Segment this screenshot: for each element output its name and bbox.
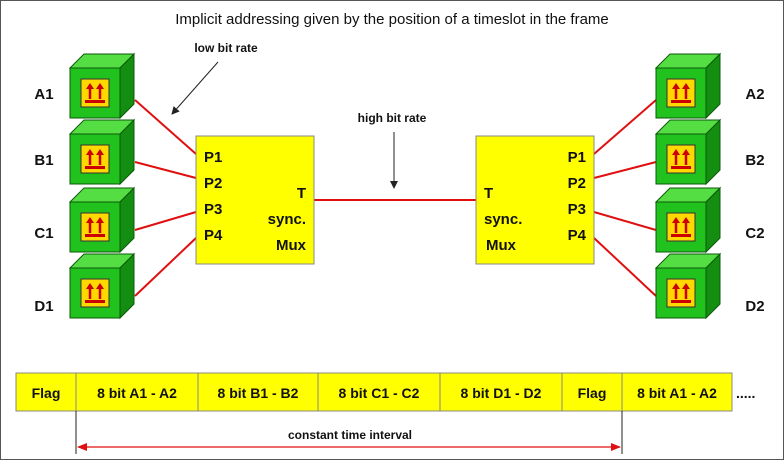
terminal-label-a2: A2 xyxy=(745,86,764,103)
up-down-arrows-icon xyxy=(666,278,696,308)
frame-slot-a1-a2-next: 8 bit A1 - A2 xyxy=(637,385,717,401)
terminal-cubes xyxy=(68,52,722,320)
up-down-arrows-icon xyxy=(666,212,696,242)
terminal-label-c1: C1 xyxy=(34,225,53,242)
up-down-arrows-icon xyxy=(666,78,696,108)
link-p4-d2 xyxy=(593,237,657,297)
mux-left: P1 P2 P3 P4 T sync. Mux xyxy=(195,135,315,265)
terminal-cube-b2 xyxy=(654,118,722,186)
mux-right-t-label: T xyxy=(484,185,493,202)
frame-slot-a1-a2: 8 bit A1 - A2 xyxy=(97,385,177,401)
frame-slot-c1-c2: 8 bit C1 - C2 xyxy=(339,385,420,401)
link-lines xyxy=(134,99,657,297)
link-c1-p3 xyxy=(134,211,197,231)
low-bit-rate-pointer xyxy=(171,61,219,115)
terminal-label-b2: B2 xyxy=(745,152,764,169)
mux-right-sync-label: sync. xyxy=(484,211,522,228)
link-a1-p1 xyxy=(134,99,197,155)
frame-row: Flag 8 bit A1 - A2 8 bit B1 - B2 8 bit C… xyxy=(15,372,755,412)
frame-slot-d1-d2: 8 bit D1 - D2 xyxy=(461,385,542,401)
up-down-arrows-icon xyxy=(80,212,110,242)
mux-right-mux-label: Mux xyxy=(486,237,517,254)
frame-main-box xyxy=(15,372,623,412)
up-down-arrows-icon xyxy=(80,278,110,308)
link-p1-a2 xyxy=(593,99,657,155)
terminal-cube-c2 xyxy=(654,186,722,254)
mux-left-box xyxy=(195,135,315,265)
link-p2-b2 xyxy=(593,161,657,179)
terminal-label-d2: D2 xyxy=(745,298,764,315)
low-bit-rate-label: low bit rate xyxy=(194,41,258,55)
terminal-cube-c1 xyxy=(68,186,136,254)
terminal-cube-a2 xyxy=(654,52,722,120)
diagram-title: Implicit addressing given by the positio… xyxy=(175,11,609,28)
mux-right-port-p3: P3 xyxy=(568,201,586,218)
mux-right-port-p4: P4 xyxy=(568,227,587,244)
link-p3-c2 xyxy=(593,211,657,231)
frame-slot-flag-2: Flag xyxy=(578,385,607,401)
up-down-arrows-icon xyxy=(666,144,696,174)
mux-left-t-label: T xyxy=(297,185,306,202)
mux-left-port-p3: P3 xyxy=(204,201,222,218)
mux-right-port-p2: P2 xyxy=(568,175,586,192)
frame-dividers xyxy=(75,373,563,411)
constant-time-interval-label: constant time interval xyxy=(288,428,412,442)
terminal-label-a1: A1 xyxy=(34,86,53,103)
mux-left-port-p1: P1 xyxy=(204,149,222,166)
terminal-labels: A1 B1 C1 D1 A2 B2 C2 D2 xyxy=(34,86,764,315)
mux-right-box xyxy=(475,135,595,265)
link-b1-p2 xyxy=(134,161,197,179)
mux-left-port-p2: P2 xyxy=(204,175,222,192)
high-bit-rate-label: high bit rate xyxy=(358,111,427,125)
mux-left-mux-label: Mux xyxy=(276,237,307,254)
terminal-cube-b1 xyxy=(68,118,136,186)
mux-right: P1 P2 P3 P4 T sync. Mux xyxy=(475,135,595,265)
frame-next-box xyxy=(621,372,733,412)
frame-slot-b1-b2: 8 bit B1 - B2 xyxy=(218,385,299,401)
frame-slot-flag-1: Flag xyxy=(32,385,61,401)
frame-continuation: ..... xyxy=(736,385,755,401)
terminal-label-c2: C2 xyxy=(745,225,764,242)
up-down-arrows-icon xyxy=(80,144,110,174)
mux-right-port-p1: P1 xyxy=(568,149,586,166)
terminal-cube-d2 xyxy=(654,252,722,320)
terminal-label-d1: D1 xyxy=(34,298,53,315)
mux-left-port-p4: P4 xyxy=(204,227,223,244)
up-down-arrows-icon xyxy=(80,78,110,108)
terminal-cube-a1 xyxy=(68,52,136,120)
link-d1-p4 xyxy=(134,237,197,297)
terminal-cube-d1 xyxy=(68,252,136,320)
mux-left-sync-label: sync. xyxy=(268,211,306,228)
terminal-label-b1: B1 xyxy=(34,152,53,169)
